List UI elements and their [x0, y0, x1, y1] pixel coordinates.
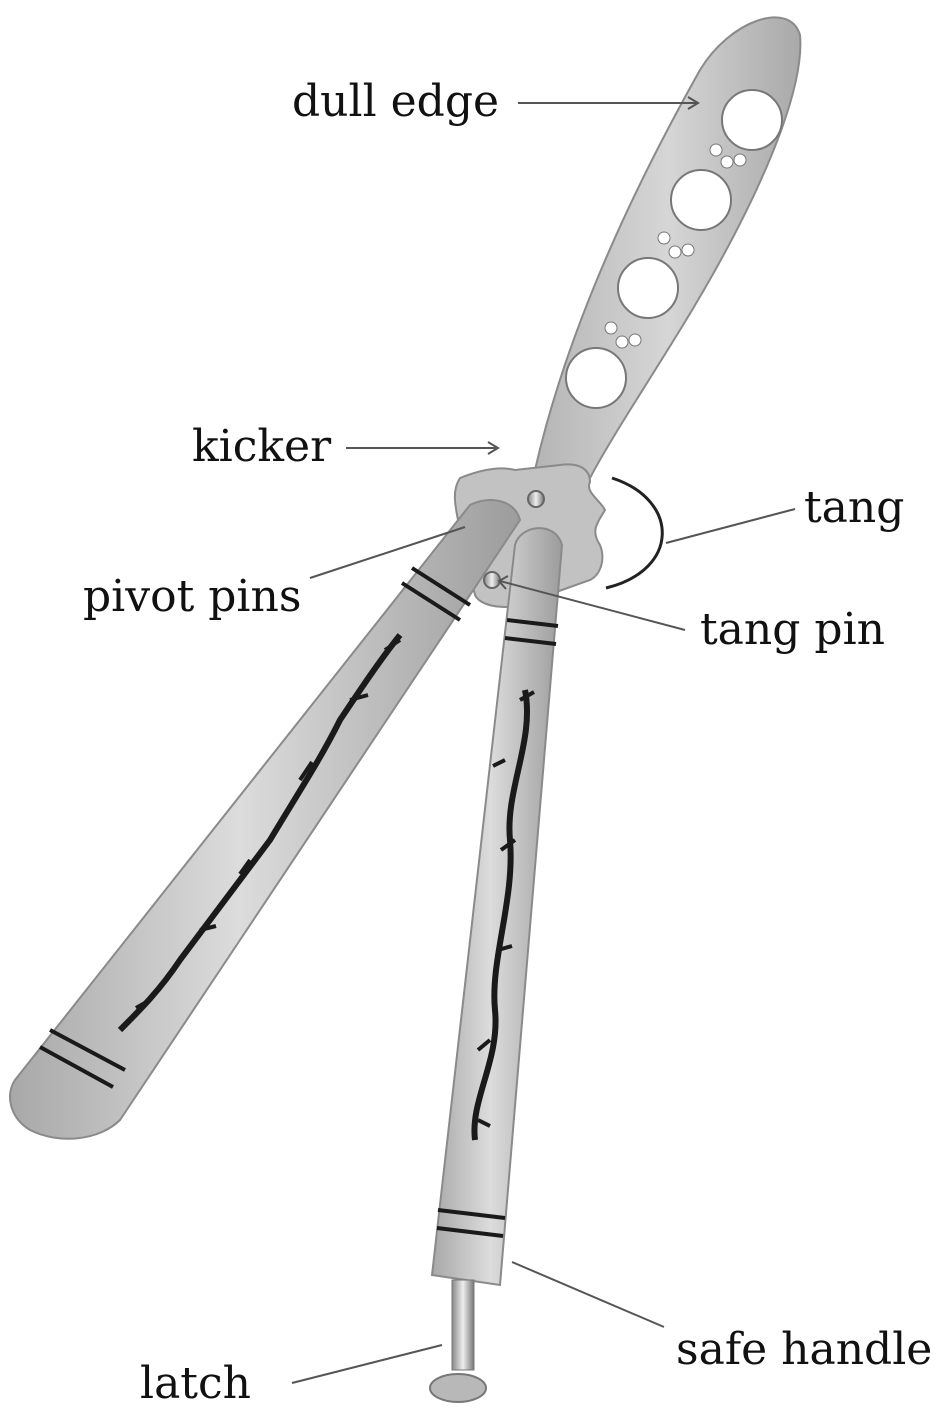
dragon-engraving: [471, 689, 531, 1141]
safe-handle-arrow: [511, 1261, 665, 1328]
tang-pin-arrow: [499, 580, 686, 631]
blade-hole: [721, 89, 783, 151]
label-tang: tang: [804, 482, 905, 533]
safe-handle: [430, 527, 564, 1287]
latch: [429, 1279, 487, 1403]
label-kicker: kicker: [192, 421, 332, 472]
pivot-pins-arrow: [309, 526, 466, 579]
blade-hole: [565, 347, 627, 409]
tang-leader: [665, 508, 796, 544]
dragon-engraving: [117, 633, 403, 1033]
label-latch: latch: [140, 1358, 251, 1409]
label-safe-handle: safe handle: [676, 1324, 933, 1375]
tang-pin-icon: [483, 571, 501, 589]
label-tang-pin: tang pin: [700, 604, 885, 655]
blade: [533, 16, 802, 480]
tang-bracket: [605, 476, 664, 590]
left-handle: [9, 499, 522, 1140]
label-dull-edge: dull edge: [292, 76, 500, 127]
latch-arrow: [291, 1344, 443, 1384]
pivot-pin-icon: [527, 490, 545, 508]
label-pivot-pins: pivot pins: [83, 571, 302, 622]
blade-hole: [617, 257, 679, 319]
blade-hole: [670, 169, 732, 231]
leader-lines: [291, 96, 796, 1384]
